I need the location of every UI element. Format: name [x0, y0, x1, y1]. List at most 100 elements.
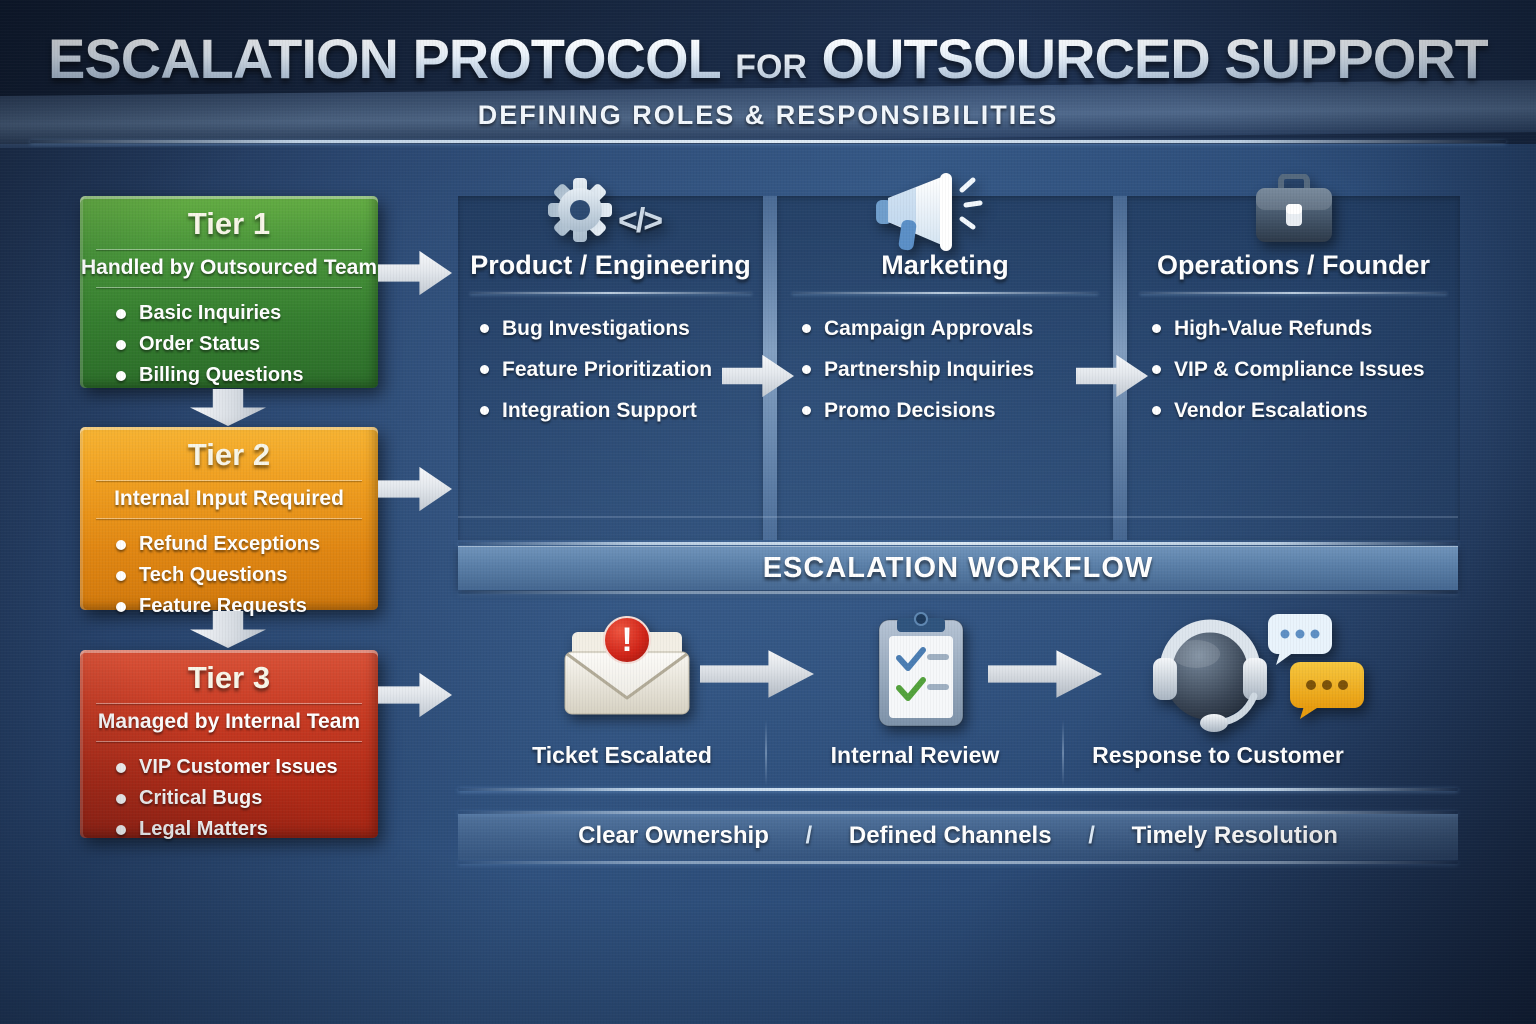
dept-list-marketing: Campaign Approvals Partnership Inquiries… — [802, 308, 1034, 431]
list-item-label: Tech Questions — [139, 564, 288, 586]
list-item: Integration Support — [480, 390, 712, 431]
bullet-dot — [116, 370, 126, 381]
list-item: Vendor Escalations — [1152, 390, 1425, 431]
tier2-box: Tier 2 Internal Input Required Refund Ex… — [80, 427, 378, 617]
footer-principles: Clear Ownership / Defined Channels / Tim… — [458, 822, 1458, 850]
arrow-right-workflow-1 — [700, 650, 814, 698]
list-item-label: VIP & Compliance Issues — [1174, 358, 1425, 381]
arrow-right-tier3 — [378, 672, 452, 718]
alert-exclamation-glyph: ! — [621, 621, 632, 659]
list-item-label: Order Status — [139, 333, 261, 355]
bullet-dot — [802, 324, 811, 333]
workflow-title: ESCALATION WORKFLOW — [762, 552, 1154, 584]
list-item: Legal Matters — [116, 814, 378, 845]
workflow-band-bottom-line — [458, 591, 1458, 594]
list-item-label: High-Value Refunds — [1174, 317, 1373, 340]
gear-icon — [548, 178, 612, 242]
tier3-title: Tier 3 — [187, 660, 271, 695]
bullet-dot — [802, 365, 811, 374]
list-item-label: Refund Exceptions — [139, 533, 321, 555]
divider — [96, 249, 362, 250]
workflow-step2-label: Internal Review — [830, 742, 1000, 768]
list-item: Campaign Approvals — [802, 308, 1034, 349]
title-part1: ESCALATION PROTOCOL — [48, 27, 722, 90]
arrow-down-tier1-tier2 — [190, 389, 266, 426]
dept-separator — [470, 292, 752, 294]
headset-chat-icon — [1150, 606, 1276, 737]
header-divider-line — [30, 140, 1506, 143]
bullet-dot — [116, 762, 126, 773]
list-item-label: Vendor Escalations — [1174, 399, 1368, 422]
footer-separator: / — [1088, 822, 1095, 849]
divider — [96, 741, 362, 742]
bullet-dot — [116, 570, 126, 581]
list-item: Promo Decisions — [802, 390, 1034, 431]
list-item-label: Bug Investigations — [502, 317, 690, 340]
divider — [96, 287, 362, 288]
bullet-dot — [802, 406, 811, 415]
divider — [96, 480, 362, 481]
tier2-title: Tier 2 — [187, 437, 271, 472]
workflow-header-band: ESCALATION WORKFLOW — [458, 546, 1458, 590]
bullet-dot — [1152, 324, 1161, 333]
footer-item-timely-resolution: Timely Resolution — [1131, 822, 1338, 849]
list-item: VIP Customer Issues — [116, 752, 378, 783]
chat-bubble-yellow-icon — [1288, 660, 1366, 725]
bullet-dot — [480, 324, 489, 333]
clipboard-check-icon — [876, 610, 966, 735]
dept-separator — [792, 292, 1098, 294]
envelope-alert-icon: ! — [560, 616, 694, 725]
bullet-dot — [116, 601, 126, 612]
dept-title-operations-founder: Operations / Founder — [1156, 250, 1431, 280]
list-item-label: Feature Prioritization — [502, 358, 713, 381]
list-item-label: Integration Support — [502, 399, 697, 422]
workflow-bottom-line — [458, 788, 1458, 791]
workflow-step1-label: Ticket Escalated — [532, 742, 712, 768]
dept-list-operations-founder: High-Value Refunds VIP & Compliance Issu… — [1152, 308, 1425, 431]
list-item-label: Critical Bugs — [139, 787, 263, 809]
tier3-list: VIP Customer Issues Critical Bugs Legal … — [80, 752, 378, 845]
footer-item-defined-channels: Defined Channels — [848, 822, 1052, 849]
list-item-label: Promo Decisions — [824, 399, 996, 422]
dept-title-marketing: Marketing — [881, 250, 1009, 280]
footer-bottom-line — [458, 861, 1458, 864]
list-item: High-Value Refunds — [1152, 308, 1425, 349]
divider — [96, 703, 362, 704]
panel-accent-line — [458, 516, 1458, 518]
tier1-box: Tier 1 Handled by Outsourced Team Basic … — [80, 196, 378, 388]
list-item: Bug Investigations — [480, 308, 712, 349]
dept-title-product-engineering: Product / Engineering — [470, 250, 751, 280]
footer-item-clear-ownership: Clear Ownership — [578, 822, 769, 849]
bullet-dot — [480, 406, 489, 415]
arrow-right-tier2 — [378, 466, 452, 512]
list-item: Feature Prioritization — [480, 349, 712, 390]
bullet-dot — [480, 365, 489, 374]
briefcase-icon — [1252, 173, 1336, 251]
list-item-label: Billing Questions — [139, 364, 304, 386]
tier2-list: Refund Exceptions Tech Questions Feature… — [80, 529, 378, 622]
footer-separator: / — [805, 822, 813, 849]
gear-code-icon: </> — [546, 176, 663, 244]
headset-icon — [1153, 619, 1267, 732]
page-title: ESCALATION PROTOCOL FOR OUTSOURCED SUPPO… — [0, 26, 1536, 91]
bullet-dot — [116, 308, 126, 319]
list-item-label: Campaign Approvals — [824, 317, 1034, 340]
workflow-step3-label: Response to Customer — [1092, 742, 1344, 768]
arrow-right-workflow-2 — [988, 650, 1102, 698]
list-item: Billing Questions — [116, 360, 378, 391]
tier3-subtitle: Managed by Internal Team — [97, 710, 361, 733]
tier1-list: Basic Inquiries Order Status Billing Que… — [80, 298, 378, 391]
bullet-dot — [116, 339, 126, 350]
tier2-subtitle: Internal Input Required — [114, 487, 344, 510]
list-item: Order Status — [116, 329, 378, 360]
list-item-label: Legal Matters — [139, 818, 268, 840]
dept-separator — [1140, 292, 1447, 294]
list-item: Critical Bugs — [116, 783, 378, 814]
bullet-dot — [1152, 365, 1161, 374]
bullet-dot — [1152, 406, 1161, 415]
divider — [96, 518, 362, 519]
list-item-label: Partnership Inquiries — [824, 358, 1035, 381]
arrow-right-tier1 — [378, 250, 452, 296]
list-item: Feature Requests — [116, 591, 378, 622]
